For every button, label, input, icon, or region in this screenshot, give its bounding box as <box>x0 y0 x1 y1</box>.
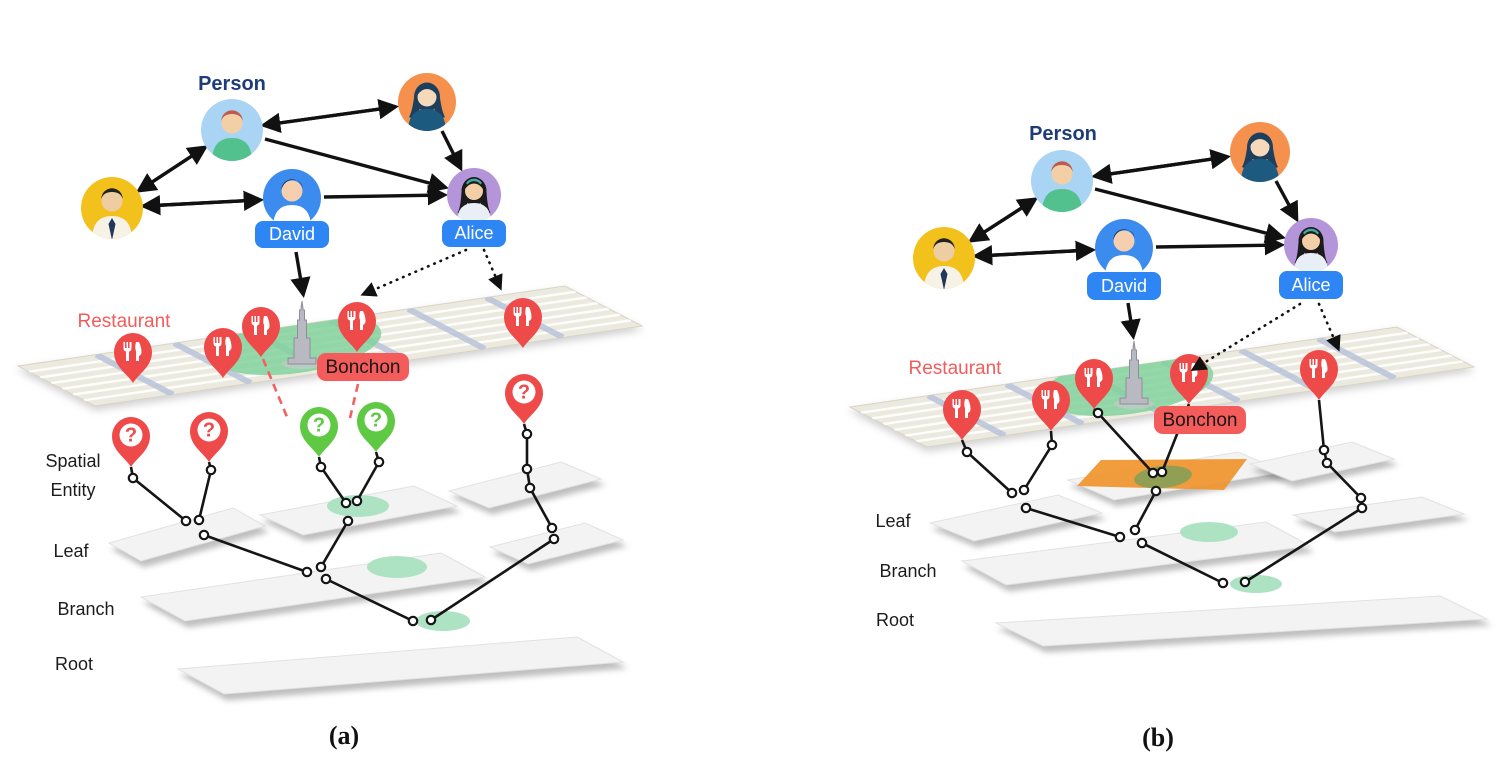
david-name-chip: David <box>1087 272 1161 300</box>
check-in-dotted-b <box>1190 302 1341 372</box>
level-branch-label: Branch <box>57 599 114 619</box>
social-graph-b: Person <box>913 122 1343 372</box>
tree-nodes-b <box>961 407 1368 589</box>
person-class-label: Person <box>198 73 266 95</box>
caption-b: (b) <box>1142 723 1174 752</box>
avatar-person-david <box>263 169 321 227</box>
avatar-person-3 <box>81 177 143 239</box>
root-sheet <box>994 595 1489 647</box>
level-root-label: Root <box>876 610 914 630</box>
bonchon-label: Bonchon <box>317 353 409 381</box>
caption-a: (a) <box>329 721 359 750</box>
panel-b: Restaurant <box>848 122 1489 752</box>
level-root-label: Root <box>55 654 93 674</box>
branch-sheet-right <box>1291 496 1466 533</box>
leaf-sheet-left <box>107 507 267 562</box>
svg-text:?: ? <box>313 415 325 437</box>
restaurant-pin-icon <box>1300 350 1338 400</box>
leaf-sheet-left <box>928 494 1104 542</box>
uncertain-links-a <box>261 358 360 419</box>
tree-layers-b <box>928 441 1489 647</box>
alice-name-chip: Alice <box>1279 271 1343 299</box>
level-labels-b: Leaf Branch Root <box>875 511 936 630</box>
david-name-chip: David <box>255 221 329 248</box>
svg-text:David: David <box>1101 276 1147 296</box>
tree-nodes-a <box>127 428 560 627</box>
svg-text:?: ? <box>518 382 530 404</box>
level-leaf-label: Leaf <box>53 541 89 561</box>
person-class-label: Person <box>1029 123 1097 145</box>
avatar-person-2 <box>1230 122 1290 182</box>
svg-text:Bonchon: Bonchon <box>325 357 400 378</box>
check-in-dotted-a <box>360 248 503 297</box>
tree-layers-a <box>107 461 625 695</box>
panel-a: Restaurant Bonchon <box>16 73 644 750</box>
level-spatial-entity-label2: Entity <box>50 480 95 500</box>
alice-name-chip: Alice <box>442 220 506 247</box>
avatar-person-1 <box>201 99 263 161</box>
level-spatial-entity-label: Spatial <box>45 451 100 471</box>
level-branch-label: Branch <box>879 561 936 581</box>
root-sheet <box>176 636 625 695</box>
question-pins-a: ? ? ? ? ? <box>112 374 543 467</box>
level-labels-a: Spatial Entity Leaf Branch Root <box>45 451 114 674</box>
svg-text:Bonchon: Bonchon <box>1162 410 1237 431</box>
svg-text:David: David <box>269 224 315 244</box>
map-a <box>16 285 644 407</box>
svg-text:Alice: Alice <box>454 223 493 243</box>
restaurant-class-label: Restaurant <box>909 358 1003 379</box>
avatar-person-2 <box>398 73 456 131</box>
social-edges-a <box>135 99 463 299</box>
avatar-person-david <box>1095 219 1153 277</box>
avatar-person-3 <box>913 227 975 289</box>
svg-text:?: ? <box>125 425 137 447</box>
level-leaf-label: Leaf <box>875 511 911 531</box>
avatar-person-alice <box>1284 218 1338 272</box>
restaurant-class-label: Restaurant <box>78 311 172 332</box>
bonchon-label: Bonchon <box>1154 406 1246 434</box>
svg-text:?: ? <box>203 420 215 442</box>
avatar-person-alice <box>447 168 501 222</box>
branch-sheet <box>139 552 487 622</box>
svg-text:Alice: Alice <box>1291 275 1330 295</box>
avatar-person-1 <box>1031 150 1093 212</box>
svg-text:?: ? <box>370 410 382 432</box>
social-graph-a: Person <box>81 73 506 299</box>
social-edges-b <box>967 149 1299 341</box>
